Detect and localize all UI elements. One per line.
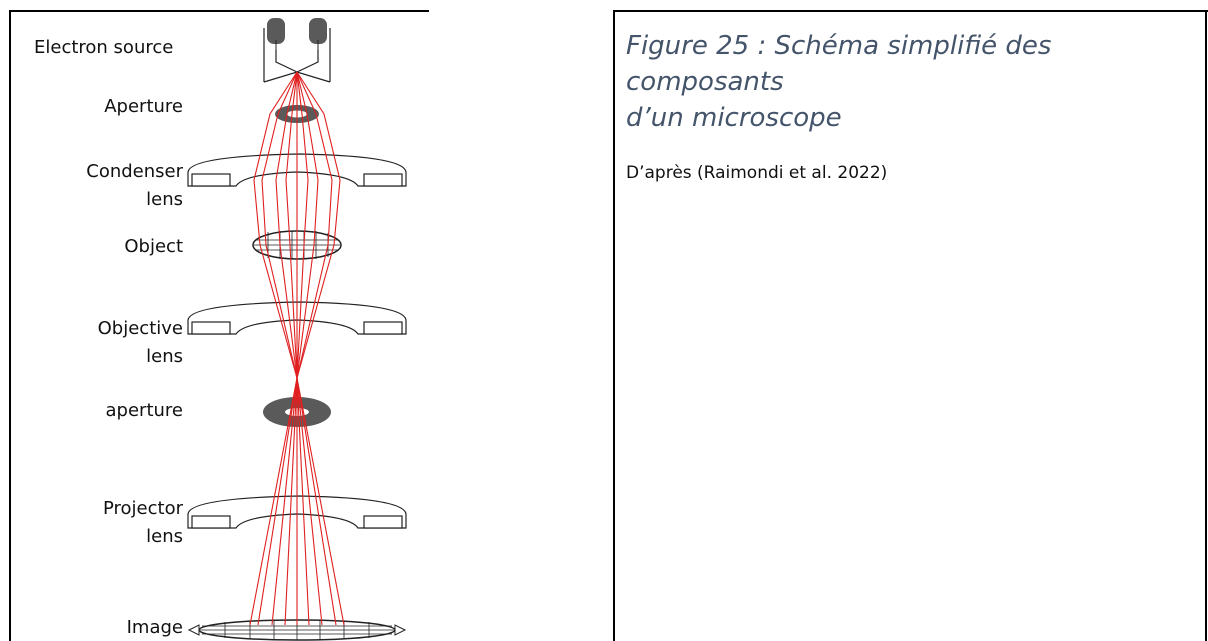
label-projector-lens-line1: Projector	[103, 498, 183, 519]
table-border-left	[9, 10, 11, 641]
label-objective-lens-line2: lens	[146, 346, 183, 367]
table-border-middle	[613, 10, 615, 641]
electron-beam-rays	[249, 71, 345, 626]
label-image: Image	[126, 617, 183, 638]
figure-caption: Figure 25 : Schéma simplifié des composa…	[626, 28, 1196, 136]
figure-caption-line2: d’un microscope	[626, 103, 842, 133]
label-aperture-top: Aperture	[104, 96, 183, 117]
table-border-top-right	[614, 10, 1208, 12]
figure-source: D’après (Raimondi et al. 2022)	[626, 163, 888, 183]
label-object: Object	[124, 236, 183, 257]
label-aperture-bottom: aperture	[105, 400, 183, 421]
label-projector-lens-line2: lens	[146, 526, 183, 547]
table-border-top-left	[9, 10, 429, 12]
microscope-diagram	[187, 18, 407, 641]
label-condenser-lens-line2: lens	[146, 189, 183, 210]
figure-caption-line1: Figure 25 : Schéma simplifié des composa…	[626, 31, 1052, 97]
label-electron-source: Electron source	[34, 37, 174, 58]
label-condenser-lens-line1: Condenser	[86, 161, 183, 182]
table-border-right	[1205, 10, 1207, 641]
label-objective-lens-line1: Objective	[97, 318, 183, 339]
